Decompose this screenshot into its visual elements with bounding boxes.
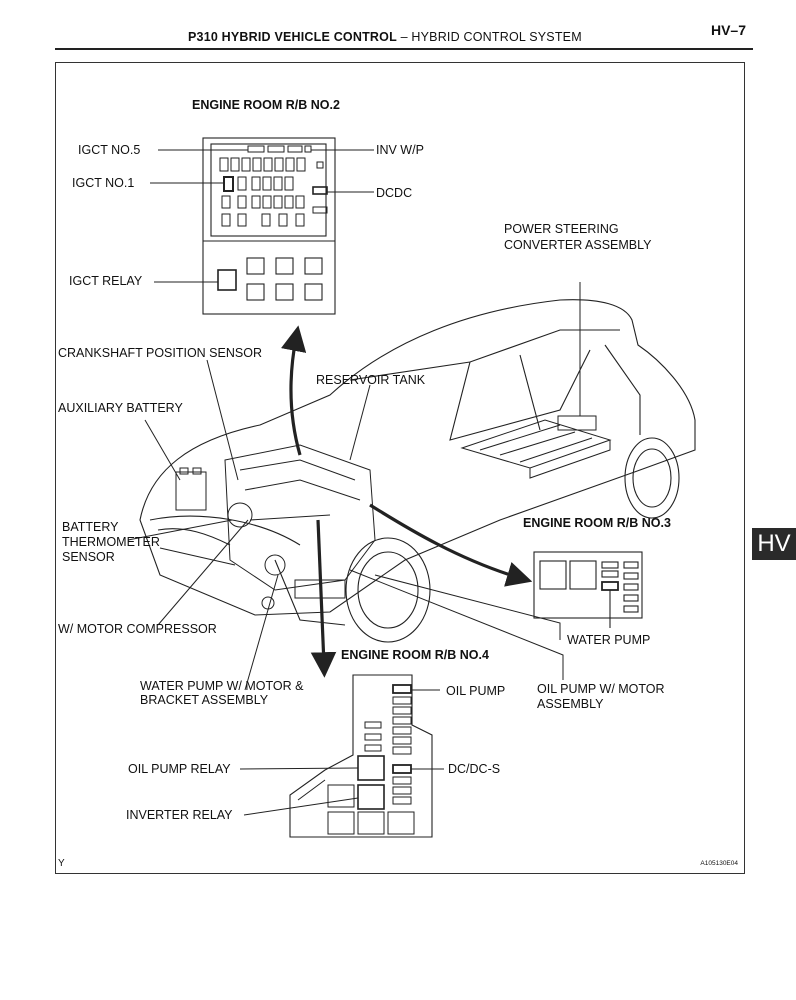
label-battery-thermo-2: THERMOMETER [62,535,160,549]
label-auxiliary-battery: AUXILIARY BATTERY [58,401,183,415]
label-battery-thermo-3: SENSOR [62,550,115,564]
label-water-pump-motor-2: BRACKET ASSEMBLY [140,693,269,707]
label-oil-pump-motor-1: OIL PUMP W/ MOTOR [537,682,665,696]
label-water-pump: WATER PUMP [567,633,651,647]
relay-block-no4 [289,674,433,838]
header-title: P310 HYBRID VEHICLE CONTROL – HYBRID CON… [188,30,582,44]
label-inv-wp: INV W/P [376,143,424,157]
arrow-to-rb3 [369,503,533,587]
label-power-steering-1: POWER STEERING [504,222,619,236]
label-inverter-relay: INVERTER RELAY [126,808,233,822]
label-oil-pump: OIL PUMP [446,684,506,698]
corner-letter: Y [58,858,65,869]
rb2-title: ENGINE ROOM R/B NO.2 [192,98,340,112]
arrow-to-rb2 [281,325,307,456]
label-dcdc-s: DC/DC-S [448,762,501,776]
label-crankshaft-sensor: CRANKSHAFT POSITION SENSOR [58,346,262,360]
page-number: HV–7 [710,22,746,38]
rb3-title: ENGINE ROOM R/B NO.3 [523,516,671,530]
label-power-steering-2: CONVERTER ASSEMBLY [504,238,652,252]
label-oil-pump-motor-2: ASSEMBLY [537,697,604,711]
rear-battery-pack [460,415,612,479]
header-section: P310 HYBRID VEHICLE CONTROL [188,30,397,44]
label-reservoir-tank: RESERVOIR TANK [316,373,426,387]
relay-block-no3 [533,551,643,628]
arrow-to-rb4 [310,519,337,678]
label-igct-no5: IGCT NO.5 [78,143,141,157]
label-oil-pump-relay: OIL PUMP RELAY [128,762,231,776]
section-tab: HV [752,528,796,560]
rb4-title: ENGINE ROOM R/B NO.4 [341,648,489,662]
figure-code: A105130E04 [700,860,738,867]
label-battery-thermo-1: BATTERY [62,520,119,534]
label-igct-no1: IGCT NO.1 [72,176,135,190]
label-water-pump-motor-1: WATER PUMP W/ MOTOR & [140,679,304,693]
page-header: P310 HYBRID VEHICLE CONTROL – HYBRID CON… [0,22,796,50]
header-rule [55,48,753,50]
header-subtitle: HYBRID CONTROL SYSTEM [411,30,582,44]
relay-block-no2 [202,137,336,315]
header-separator: – [396,30,412,44]
figure-frame [55,62,745,874]
label-dcdc: DCDC [376,186,413,200]
label-motor-compressor: W/ MOTOR COMPRESSOR [58,622,217,636]
label-igct-relay: IGCT RELAY [69,274,143,288]
